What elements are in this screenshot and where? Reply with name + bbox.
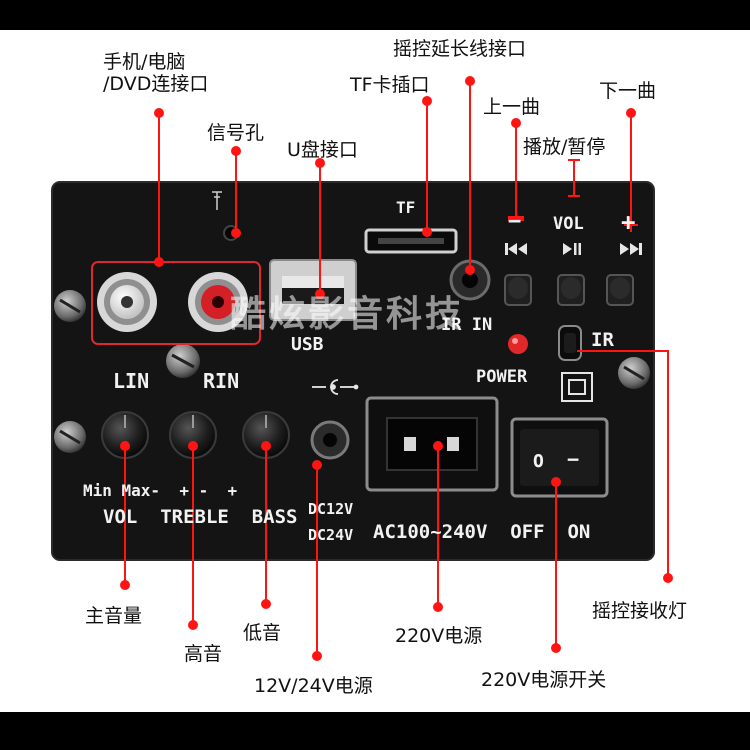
bottom-black-band bbox=[0, 712, 750, 750]
knob-names-label: VOL TREBLE BASS bbox=[103, 506, 297, 528]
play-pause-button[interactable] bbox=[557, 274, 585, 306]
play-pause-callout: 播放/暂停 bbox=[523, 136, 606, 158]
ac-switch-row-label: AC100~240V OFF ON bbox=[373, 521, 590, 543]
antenna-icon bbox=[212, 191, 222, 210]
tf-slot-callout: TF卡插口 bbox=[350, 74, 430, 96]
vol-plus-label: + bbox=[621, 208, 635, 236]
vol-minus-label: − bbox=[508, 209, 521, 234]
switch-on-mark: − bbox=[567, 447, 579, 471]
dc-voltage-line1: DC12V bbox=[308, 500, 353, 518]
dc-jack[interactable] bbox=[310, 420, 350, 460]
ac-inlet[interactable] bbox=[365, 396, 499, 492]
dc-polarity-icon bbox=[312, 379, 359, 395]
ir-lamp-callout: 摇控接收灯 bbox=[592, 600, 688, 622]
screw-right bbox=[618, 357, 650, 389]
rca-jack-left[interactable] bbox=[97, 272, 157, 332]
vol-label: VOL bbox=[553, 214, 584, 234]
usb-label: USB bbox=[291, 334, 324, 355]
next-track-callout: 下一曲 bbox=[599, 80, 657, 102]
power-led bbox=[508, 334, 528, 354]
dc-voltage-line2: DC24V bbox=[308, 526, 353, 544]
ac-switch-callout: 220V电源开关 bbox=[481, 669, 607, 691]
ac-power-callout: 220V电源 bbox=[395, 625, 483, 647]
phone-pc-dvd-callout: 手机/电脑 /DVD连接口 bbox=[103, 51, 209, 95]
bass-callout: 低音 bbox=[243, 622, 282, 644]
tf-slot[interactable] bbox=[364, 228, 458, 254]
next-button[interactable] bbox=[606, 274, 634, 306]
power-label: POWER bbox=[476, 367, 528, 387]
knob-range-label: Min Max- + - + bbox=[83, 481, 237, 500]
tf-label: TF bbox=[396, 198, 415, 217]
ir-in-label: IR IN bbox=[441, 315, 492, 335]
rca-jack-right[interactable] bbox=[188, 272, 248, 332]
switch-off-mark: O bbox=[533, 451, 544, 472]
dc-power-callout: 12V/24V电源 bbox=[254, 675, 373, 697]
remote-extension-callout: 摇控延长线接口 bbox=[393, 38, 527, 60]
ir-receiver bbox=[558, 325, 582, 361]
prev-button[interactable] bbox=[504, 274, 532, 306]
screw-left-top bbox=[54, 290, 86, 322]
rca-outline-box bbox=[91, 261, 261, 345]
lin-label: LIN bbox=[113, 369, 149, 393]
usb-port-callout: U盘接口 bbox=[287, 139, 358, 161]
double-insulation-symbol bbox=[561, 372, 593, 402]
top-black-band bbox=[0, 0, 750, 30]
screw-left-bottom bbox=[54, 421, 86, 453]
ir-label: IR bbox=[591, 329, 614, 351]
skip-next-icon bbox=[620, 243, 642, 255]
treble-callout: 高音 bbox=[184, 643, 223, 665]
ac-power-switch[interactable] bbox=[510, 417, 609, 498]
callout-lines bbox=[120, 76, 673, 661]
prev-track-callout: 上一曲 bbox=[483, 96, 541, 118]
play-pause-icon bbox=[563, 243, 581, 255]
skip-previous-icon bbox=[505, 243, 527, 255]
usb-port[interactable] bbox=[269, 259, 357, 321]
rin-label: RIN bbox=[203, 369, 239, 393]
screw-center bbox=[166, 344, 200, 378]
signal-hole-callout: 信号孔 bbox=[207, 122, 265, 144]
watermark: 酷炫影音科技 bbox=[230, 294, 464, 335]
main-volume-callout: 主音量 bbox=[85, 605, 143, 627]
